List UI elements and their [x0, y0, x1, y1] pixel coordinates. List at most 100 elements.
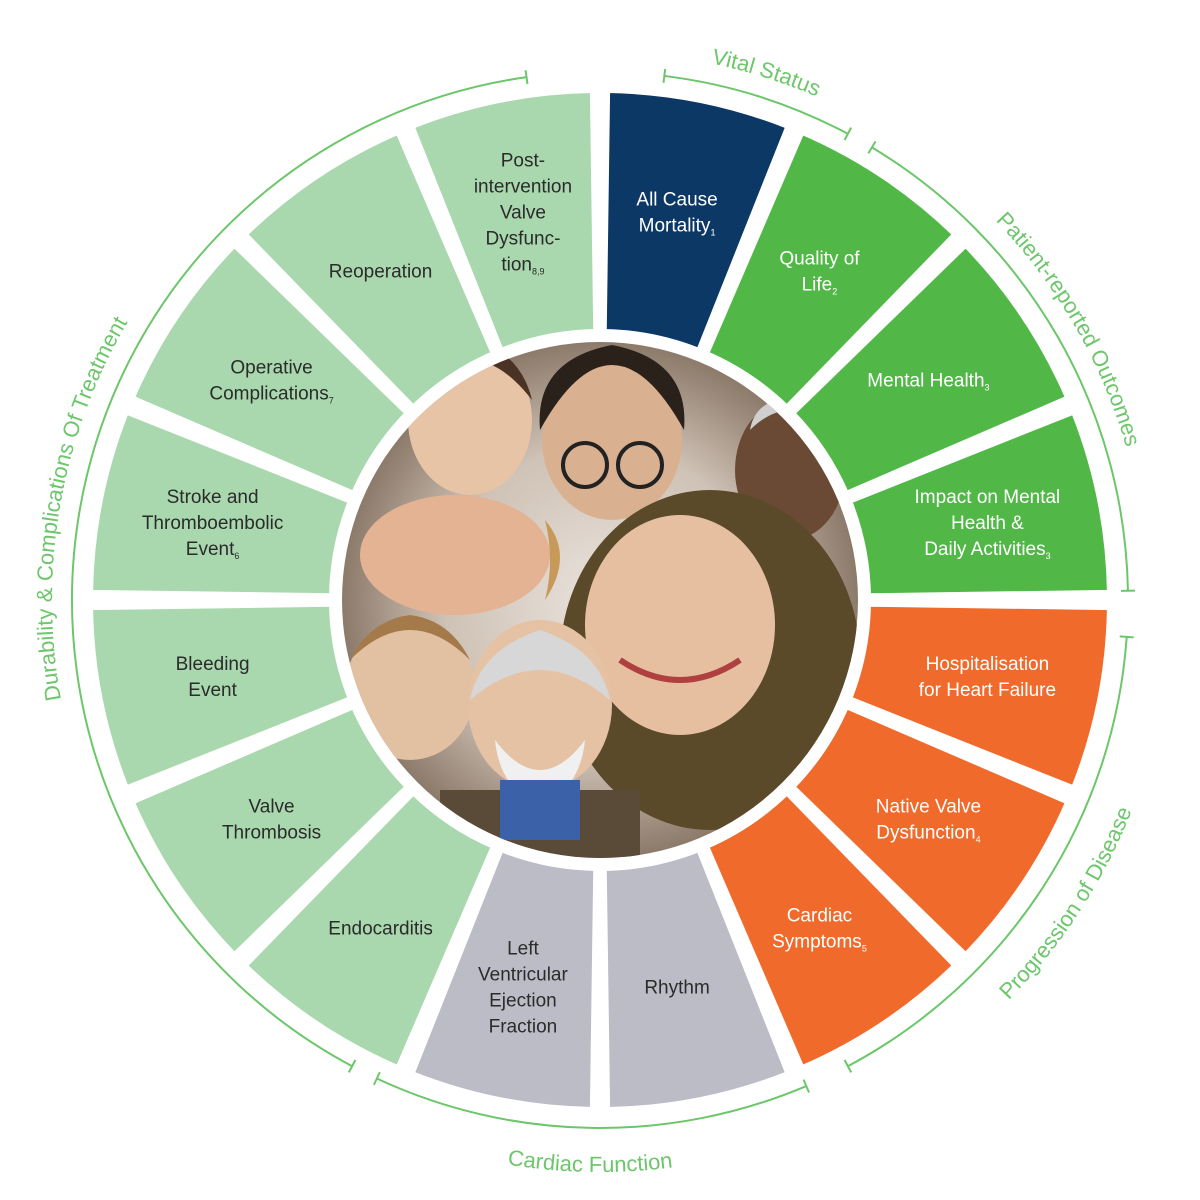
segment-label-line: Cardiac: [787, 905, 852, 926]
segment-label-line: Event: [188, 680, 237, 701]
face-top: [539, 345, 685, 520]
segment-label-line: Dysfunction: [876, 822, 975, 843]
segment-shape: [703, 128, 959, 411]
face-left: [360, 495, 560, 615]
segment-label-line: tion: [501, 255, 532, 276]
segment-label: Rhythm: [644, 977, 709, 998]
segment-shape: [87, 408, 354, 600]
segment-label-line: Valve: [500, 203, 546, 224]
segment-label-line: Thrombosis: [222, 822, 321, 843]
segment-label-line: Endocarditis: [328, 918, 433, 939]
segment-label-line: Operative: [230, 358, 312, 379]
group-arc: [71, 76, 527, 1068]
segment-label-line: Mental Health: [867, 371, 984, 392]
segment-label-line: Thromboembolic: [142, 513, 284, 534]
group-tick: [843, 127, 853, 141]
segment-reference: 2: [832, 287, 837, 297]
group-arc: [376, 1077, 807, 1129]
segment-1: Quality of Life2: [703, 128, 959, 411]
segment-label-line: Ventricular: [478, 964, 568, 985]
segment-label-line: Symptoms: [772, 931, 862, 952]
segment-label-line: Quality of: [779, 249, 860, 270]
segment-label-line: Valve: [249, 796, 295, 817]
segment-shape: [846, 408, 1113, 600]
segment-label-line: Post-: [501, 151, 545, 172]
segment-label-line: Fraction: [489, 1016, 558, 1037]
group-arc: [871, 146, 1129, 591]
segment-14: Reoperation: [241, 128, 497, 411]
segment-label: Quality of Life2: [779, 249, 860, 297]
segment-reference: 3: [1046, 551, 1051, 561]
segment-reference: 1: [710, 228, 715, 238]
segment-label-line: Daily Activities: [924, 539, 1045, 560]
group-tick: [662, 68, 667, 84]
segment-shape: [789, 241, 1072, 497]
segment-label-line: Mortality: [639, 216, 711, 237]
segment-label-line: Hospitalisation: [926, 654, 1050, 675]
segment-shape: [87, 600, 354, 792]
segment-label-line: Native Valve: [876, 796, 981, 817]
segment-9: Endocarditis: [241, 789, 497, 1072]
segment-label-line: Impact on Mental: [915, 487, 1061, 508]
segment-shape: [600, 846, 792, 1113]
segment-label-line: Left: [507, 938, 539, 959]
segment-label-line: Life: [802, 275, 833, 296]
group-label: Cardiac Function: [506, 1145, 673, 1177]
face-older-man: [440, 620, 640, 858]
face-woman-hijab: [560, 490, 858, 830]
group-arc: [847, 636, 1128, 1068]
group-tick: [372, 1071, 381, 1086]
segment-shape: [241, 128, 497, 411]
segment-label-line: Ejection: [489, 990, 557, 1011]
segment-label-line: Bleeding: [176, 654, 250, 675]
segment-label-line: Event: [186, 539, 235, 560]
group-label: Vital Status: [710, 44, 824, 101]
segment-shape: [846, 600, 1113, 792]
segment-2: Mental Health3: [789, 241, 1072, 497]
segment-shape: [128, 241, 411, 497]
segment-shape: [241, 789, 497, 1072]
segment-reference: 4: [976, 834, 981, 844]
segment-label-line: Rhythm: [644, 977, 709, 998]
segment-7: Rhythm: [600, 846, 792, 1113]
group-tick: [347, 1059, 357, 1073]
segment-label-line: Health &: [951, 513, 1024, 534]
group-tick: [843, 1059, 853, 1073]
segment-reference: 7: [329, 396, 334, 406]
group-photo: [342, 342, 858, 858]
segment-reference: 5: [862, 943, 867, 953]
segment-shape: [408, 846, 600, 1113]
segment-label-line: Dysfunc-: [485, 229, 560, 250]
segment-label: Mental Health3: [867, 371, 989, 393]
segment-reference: 3: [985, 383, 990, 393]
group-tick: [524, 70, 529, 85]
segment-label: Reoperation: [329, 262, 433, 283]
segment-label-line: Complications: [209, 384, 328, 405]
segment-label: Endocarditis: [328, 918, 433, 939]
group-arc: [664, 74, 849, 135]
segment-label-line: All Cause: [636, 190, 717, 211]
segment-shape: [128, 703, 411, 959]
segment-reference: 6: [234, 551, 239, 561]
